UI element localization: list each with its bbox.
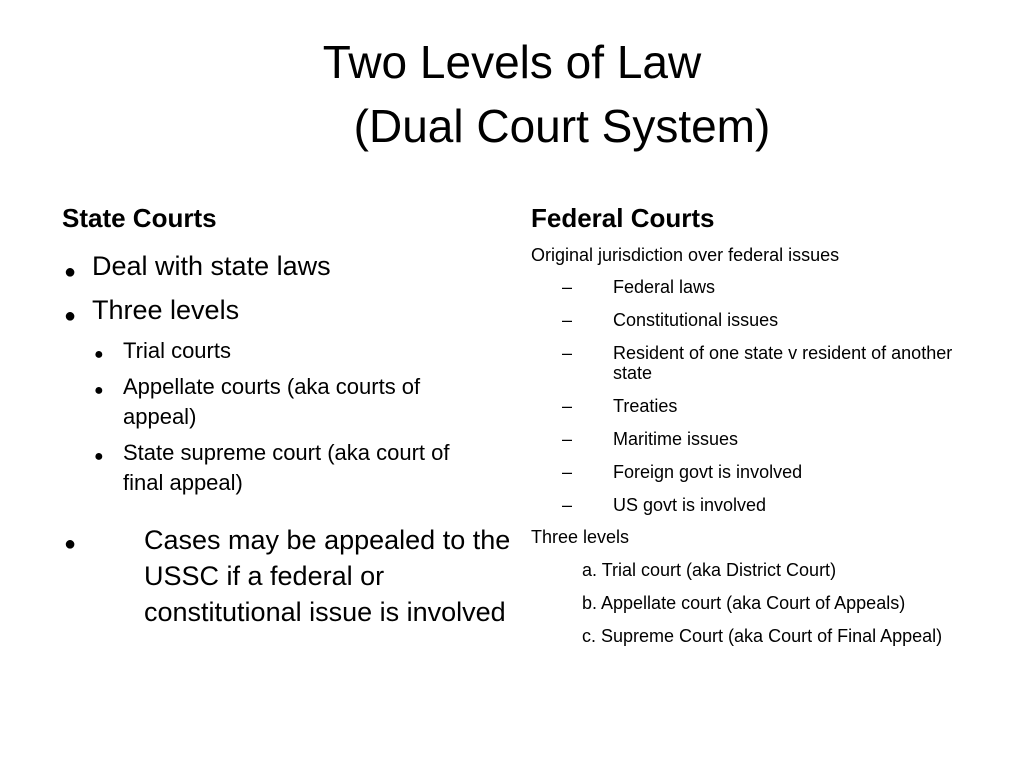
- state-bullet-text: Deal with state laws: [92, 251, 331, 281]
- bullet-icon: ●: [64, 305, 77, 327]
- list-item: b. Appellate court (aka Court of Appeals…: [582, 593, 982, 613]
- appeal-note: ● Cases may be appealed to the USSC if a…: [62, 522, 522, 630]
- list-item: ● Three levels: [62, 292, 492, 328]
- dash-icon: –: [562, 495, 573, 515]
- bullet-icon: ●: [64, 533, 77, 555]
- federal-intro: Original jurisdiction over federal issue…: [531, 245, 840, 265]
- list-item: ● Appellate courts (aka courts of appeal…: [92, 372, 492, 432]
- federal-three-levels-label: Three levels: [531, 527, 630, 547]
- federal-issue-text: Resident of one state v resident of anot…: [613, 343, 953, 383]
- federal-level-text: b. Appellate court (aka Court of Appeals…: [582, 593, 906, 613]
- list-item: – Resident of one state v resident of an…: [562, 343, 962, 383]
- federal-issue-text: Foreign govt is involved: [613, 462, 803, 482]
- dash-icon: –: [562, 396, 573, 416]
- dash-icon: –: [562, 462, 573, 482]
- federal-level-text: a. Trial court (aka District Court): [582, 560, 837, 580]
- list-item: – US govt is involved: [562, 495, 962, 515]
- list-item: c. Supreme Court (aka Court of Final App…: [582, 626, 982, 646]
- list-item: a. Trial court (aka District Court): [582, 560, 982, 580]
- list-item: – Federal laws: [562, 277, 962, 297]
- bullet-icon: ●: [94, 448, 104, 465]
- state-courts-heading: State Courts: [62, 203, 217, 233]
- state-level-text: Appellate courts (aka courts of appeal): [123, 374, 421, 429]
- state-levels-sublist: ● Trial courts ● Appellate courts (aka c…: [92, 336, 492, 504]
- state-bullet-text: Three levels: [92, 295, 240, 325]
- slide-title-line-2: (Dual Court System): [353, 100, 771, 152]
- dash-icon: –: [562, 343, 573, 363]
- federal-issue-text: Maritime issues: [613, 429, 739, 449]
- appeal-note-text: Cases may be appealed to the USSC if a f…: [144, 525, 511, 627]
- federal-issues-list: – Federal laws – Constitutional issues –…: [562, 277, 962, 528]
- list-item: ● Trial courts: [92, 336, 492, 366]
- slide-title-line-1: Two Levels of Law: [322, 36, 702, 88]
- list-item: – Constitutional issues: [562, 310, 962, 330]
- bullet-icon: ●: [64, 261, 77, 283]
- federal-level-text: c. Supreme Court (aka Court of Final App…: [582, 626, 943, 646]
- dash-icon: –: [562, 310, 573, 330]
- state-courts-list: ● Deal with state laws ● Three levels: [62, 248, 492, 336]
- federal-courts-heading: Federal Courts: [531, 203, 715, 233]
- list-item: ● Deal with state laws: [62, 248, 492, 284]
- dash-icon: –: [562, 277, 573, 297]
- list-item: – Foreign govt is involved: [562, 462, 962, 482]
- list-item: ● State supreme court (aka court of fina…: [92, 438, 492, 498]
- state-level-text: Trial courts: [123, 338, 231, 363]
- bullet-icon: ●: [94, 346, 104, 363]
- bullet-icon: ●: [94, 382, 104, 399]
- federal-issue-text: Federal laws: [613, 277, 716, 297]
- state-level-text: State supreme court (aka court of final …: [123, 440, 450, 495]
- federal-issue-text: Treaties: [613, 396, 678, 416]
- federal-issue-text: Constitutional issues: [613, 310, 779, 330]
- slide-title: Two Levels of Law (Dual Court System): [0, 30, 1024, 158]
- federal-levels-list: a. Trial court (aka District Court) b. A…: [582, 560, 982, 659]
- list-item: – Treaties: [562, 396, 962, 416]
- list-item: – Maritime issues: [562, 429, 962, 449]
- dash-icon: –: [562, 429, 573, 449]
- federal-issue-text: US govt is involved: [613, 495, 767, 515]
